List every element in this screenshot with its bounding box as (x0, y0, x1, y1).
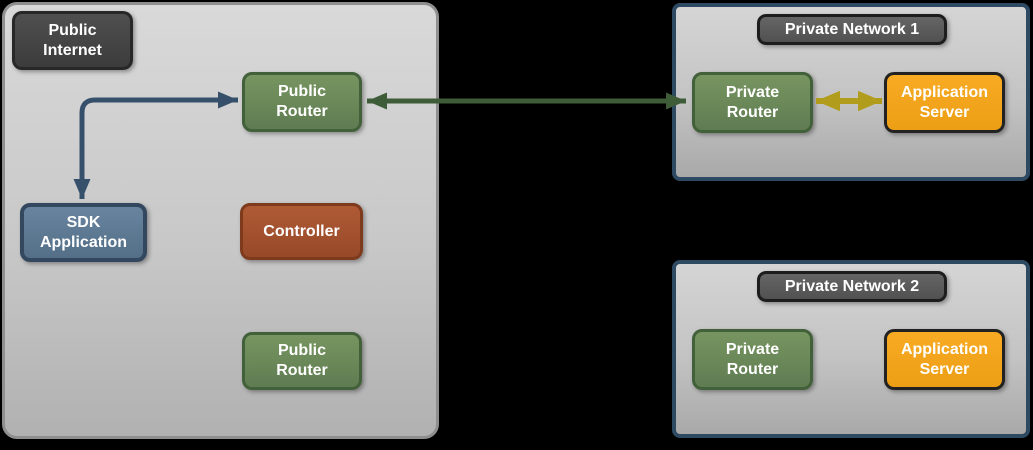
node-private-router-2: Private Router (692, 329, 813, 390)
node-application-server-2: Application Server (884, 329, 1005, 390)
private-network-1-zone: Private Network 1 Private Router Applica… (672, 3, 1030, 181)
controller-label: Controller (263, 222, 340, 240)
node-private-router-1: Private Router (692, 72, 813, 133)
private-router-1-label: Private Router (725, 83, 780, 121)
public-internet-badge: Public Internet (12, 11, 133, 70)
private-network-2-zone: Private Network 2 Private Router Applica… (672, 260, 1030, 438)
node-public-router-bottom: Public Router (242, 332, 362, 390)
node-controller: Controller (240, 203, 363, 260)
node-application-server-1: Application Server (884, 72, 1005, 133)
private-network-2-title-badge: Private Network 2 (757, 271, 947, 302)
public-router-bottom-label: Public Router (276, 342, 328, 379)
sdk-application-label: SDK Application (39, 213, 128, 251)
public-internet-label: Public Internet (43, 21, 102, 59)
node-sdk-application: SDK Application (20, 203, 147, 262)
public-router-top-label: Public Router (276, 83, 328, 120)
application-server-1-label: Application Server (900, 83, 989, 121)
private-network-2-title: Private Network 2 (784, 277, 920, 295)
application-server-2-label: Application Server (900, 340, 989, 378)
public-internet-zone: Public Internet Public Router SDK Applic… (2, 2, 439, 439)
private-network-1-title: Private Network 1 (784, 20, 920, 38)
private-router-2-label: Private Router (725, 340, 780, 378)
private-network-1-title-badge: Private Network 1 (757, 14, 947, 45)
node-public-router-top: Public Router (242, 72, 362, 132)
